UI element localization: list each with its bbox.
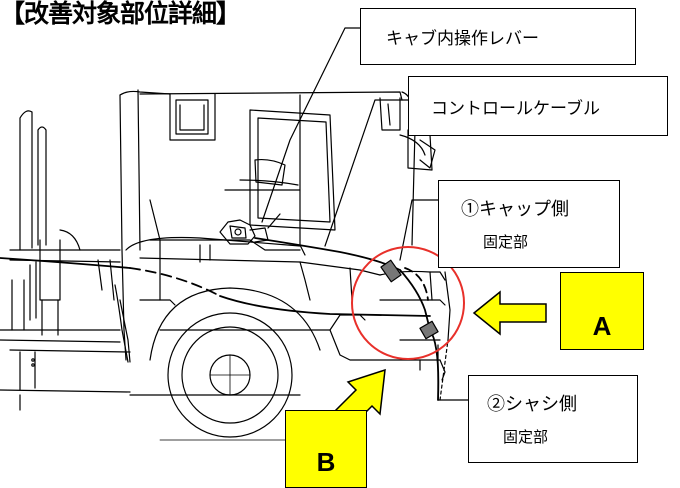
rear-body-outline xyxy=(0,110,131,393)
fixing-clamps xyxy=(380,259,439,340)
leader-lines xyxy=(261,27,471,401)
page-title: 【改善対象部位詳細】 xyxy=(0,0,241,28)
callout-chassis-side-line2: 固定部 xyxy=(503,428,549,446)
view-marker-a-label: A xyxy=(592,311,612,341)
callout-cab-lever-text: キャブ内操作レバー xyxy=(386,29,539,49)
callout-control-cable: コントロールケーブル xyxy=(408,76,668,136)
view-arrow-a xyxy=(472,290,547,336)
callout-cab-side-fixing: ①キャップ側 固定部 xyxy=(438,180,620,268)
callout-cab-side-line1: ①キャップ側 xyxy=(461,199,569,220)
view-marker-a: A xyxy=(560,272,644,350)
callout-chassis-side-line1: ②シャシ側 xyxy=(487,394,577,415)
frame-lines xyxy=(19,394,301,411)
view-marker-b-label: B xyxy=(316,447,336,477)
front-wheel xyxy=(149,287,321,441)
view-marker-b: B xyxy=(285,410,367,488)
cab-outline xyxy=(119,89,436,361)
callout-cab-lever: キャブ内操作レバー xyxy=(360,8,636,65)
lever-assembly xyxy=(219,213,281,245)
callout-chassis-side-fixing: ②シャシ側 固定部 xyxy=(468,375,638,463)
callout-cab-side-line2: 固定部 xyxy=(483,233,529,251)
highlight-circle xyxy=(351,246,465,360)
callout-control-cable-text: コントロールケーブル xyxy=(431,99,600,119)
